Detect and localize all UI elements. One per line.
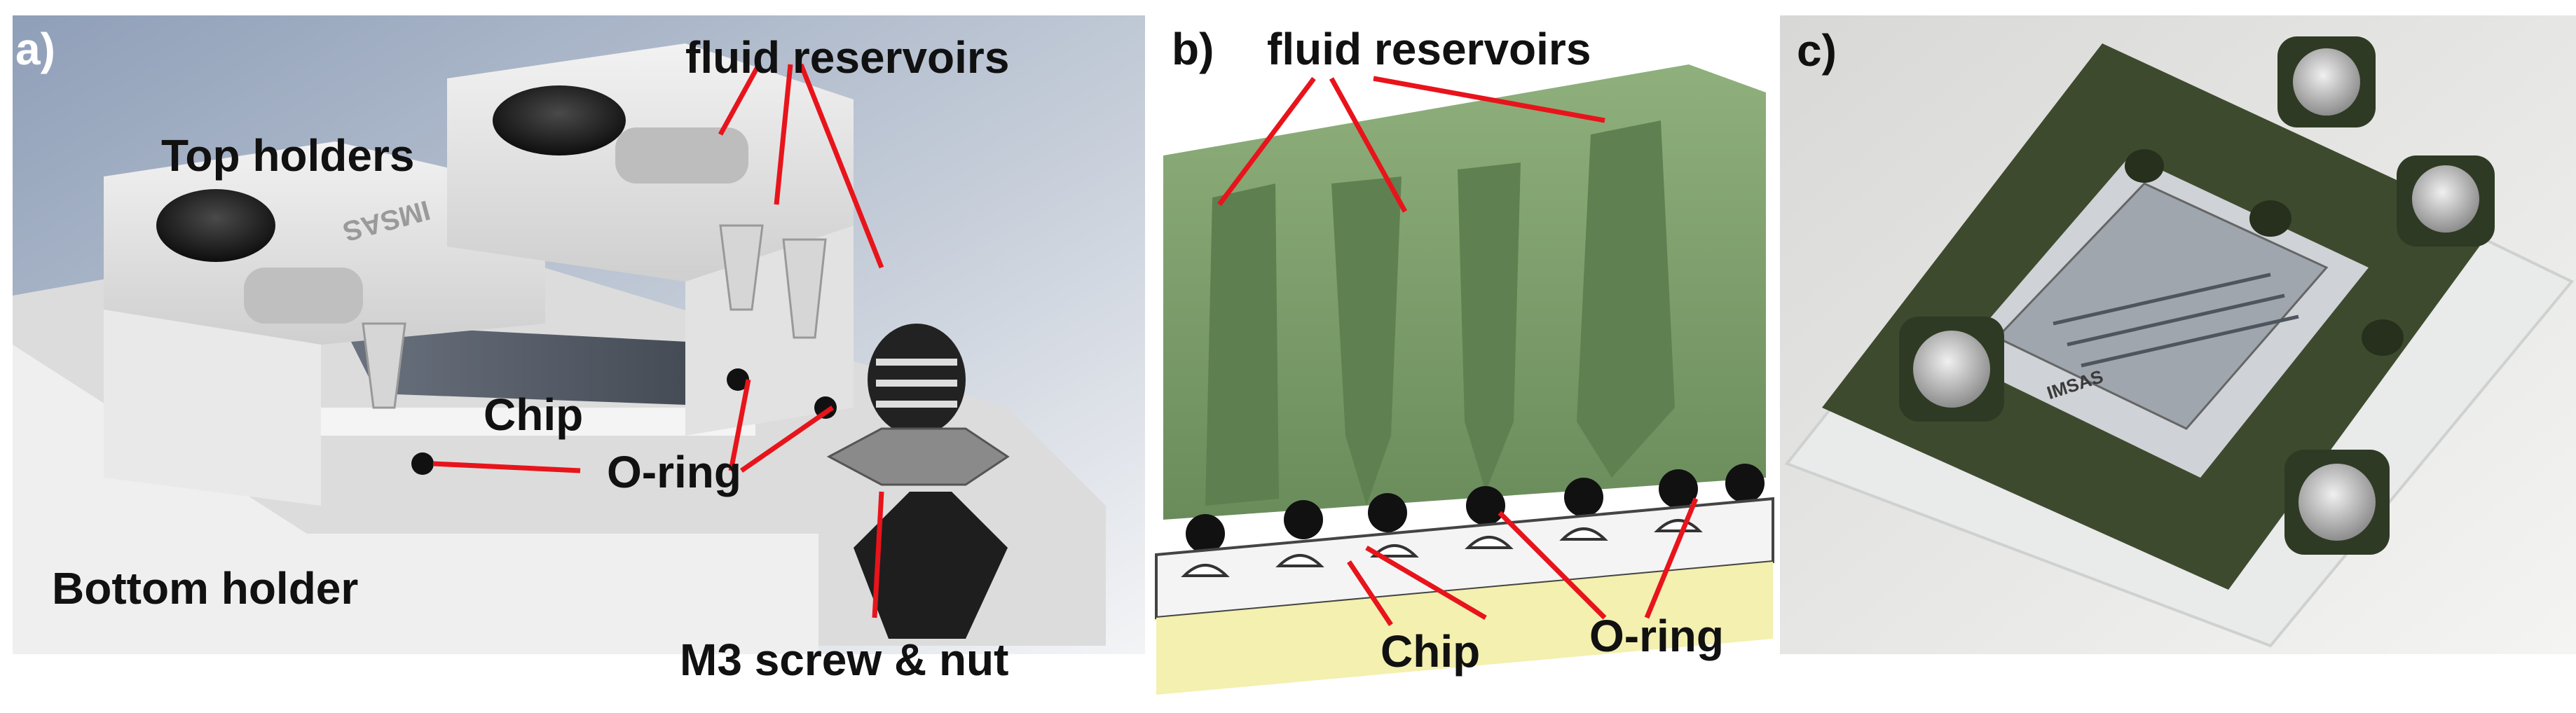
screw-head-left-icon — [156, 189, 275, 262]
screw-head-right-icon — [493, 85, 626, 155]
label-bottom-holder: Bottom holder — [52, 563, 359, 614]
o-ring-3 — [814, 396, 837, 419]
panel-b-illustration — [1155, 64, 1774, 695]
screws-c — [1899, 36, 2495, 555]
label-m3-screw-nut: M3 screw & nut — [680, 635, 1009, 685]
screw-thread-band-1 — [876, 359, 957, 366]
bottom-holder-front-face — [13, 345, 818, 654]
o-ring-row — [1186, 464, 1765, 553]
reservoir-cavity-4 — [1577, 120, 1675, 478]
chip-area — [342, 324, 762, 408]
screw-thread-band-3 — [876, 401, 957, 408]
panel-b-arrows — [1217, 76, 1699, 626]
reservoir-funnel-2 — [719, 224, 764, 311]
label-fluid-reservoirs-b: fluid reservoirs — [1267, 24, 1591, 74]
screw-icon-1 — [1913, 331, 1990, 408]
label-fluid-reservoirs-a: fluid reservoirs — [685, 32, 1010, 83]
o-ring-1 — [411, 452, 434, 475]
panel-c-photo — [1780, 15, 2576, 654]
reservoir-cavity-1 — [1205, 184, 1279, 506]
label-o-ring-a: O-ring — [607, 447, 741, 497]
panel-b: b) fluid reservoirs Chip O-ring — [1155, 15, 1774, 695]
reservoir-cavity-2 — [1331, 176, 1402, 506]
bottom-holder-b — [1156, 562, 1773, 695]
screw-thread-band-2 — [876, 380, 957, 387]
o-ring-2 — [727, 368, 749, 391]
reservoir-cavity-3 — [1458, 162, 1521, 492]
panel-b-label: b) — [1172, 24, 1214, 74]
panel-c-label: c) — [1797, 25, 1837, 76]
nut-icon — [826, 427, 1010, 486]
chip-c — [1995, 182, 2329, 430]
label-chip-a: Chip — [484, 389, 584, 440]
panel-c: c) IMSAS — [1780, 15, 2576, 654]
panel-a-illustration — [13, 15, 1145, 654]
holder-cavity-right — [615, 127, 748, 184]
holder-cavity-left — [244, 268, 363, 324]
chip-strip — [307, 408, 755, 436]
screw-icon-2 — [2298, 464, 2376, 541]
label-chip-b: Chip — [1381, 626, 1481, 677]
panel-a: a) Top holders fluid reservoirs Chip O-r… — [13, 15, 1145, 682]
panel-a-label: a) — [15, 24, 55, 74]
label-o-ring-b: O-ring — [1589, 611, 1724, 661]
label-top-holders: Top holders — [161, 130, 415, 181]
reservoir-wells-c — [2125, 149, 2404, 356]
top-holder-left-side — [104, 310, 321, 506]
panel-a-arrows — [432, 63, 884, 618]
screw-icon-4 — [2412, 165, 2479, 233]
screw-body-icon — [854, 492, 1008, 639]
reservoir-funnel-3 — [782, 238, 827, 339]
chip-channels — [2053, 272, 2299, 368]
reservoir-funnel-1 — [362, 322, 406, 409]
screw-icon-3 — [2293, 48, 2360, 116]
